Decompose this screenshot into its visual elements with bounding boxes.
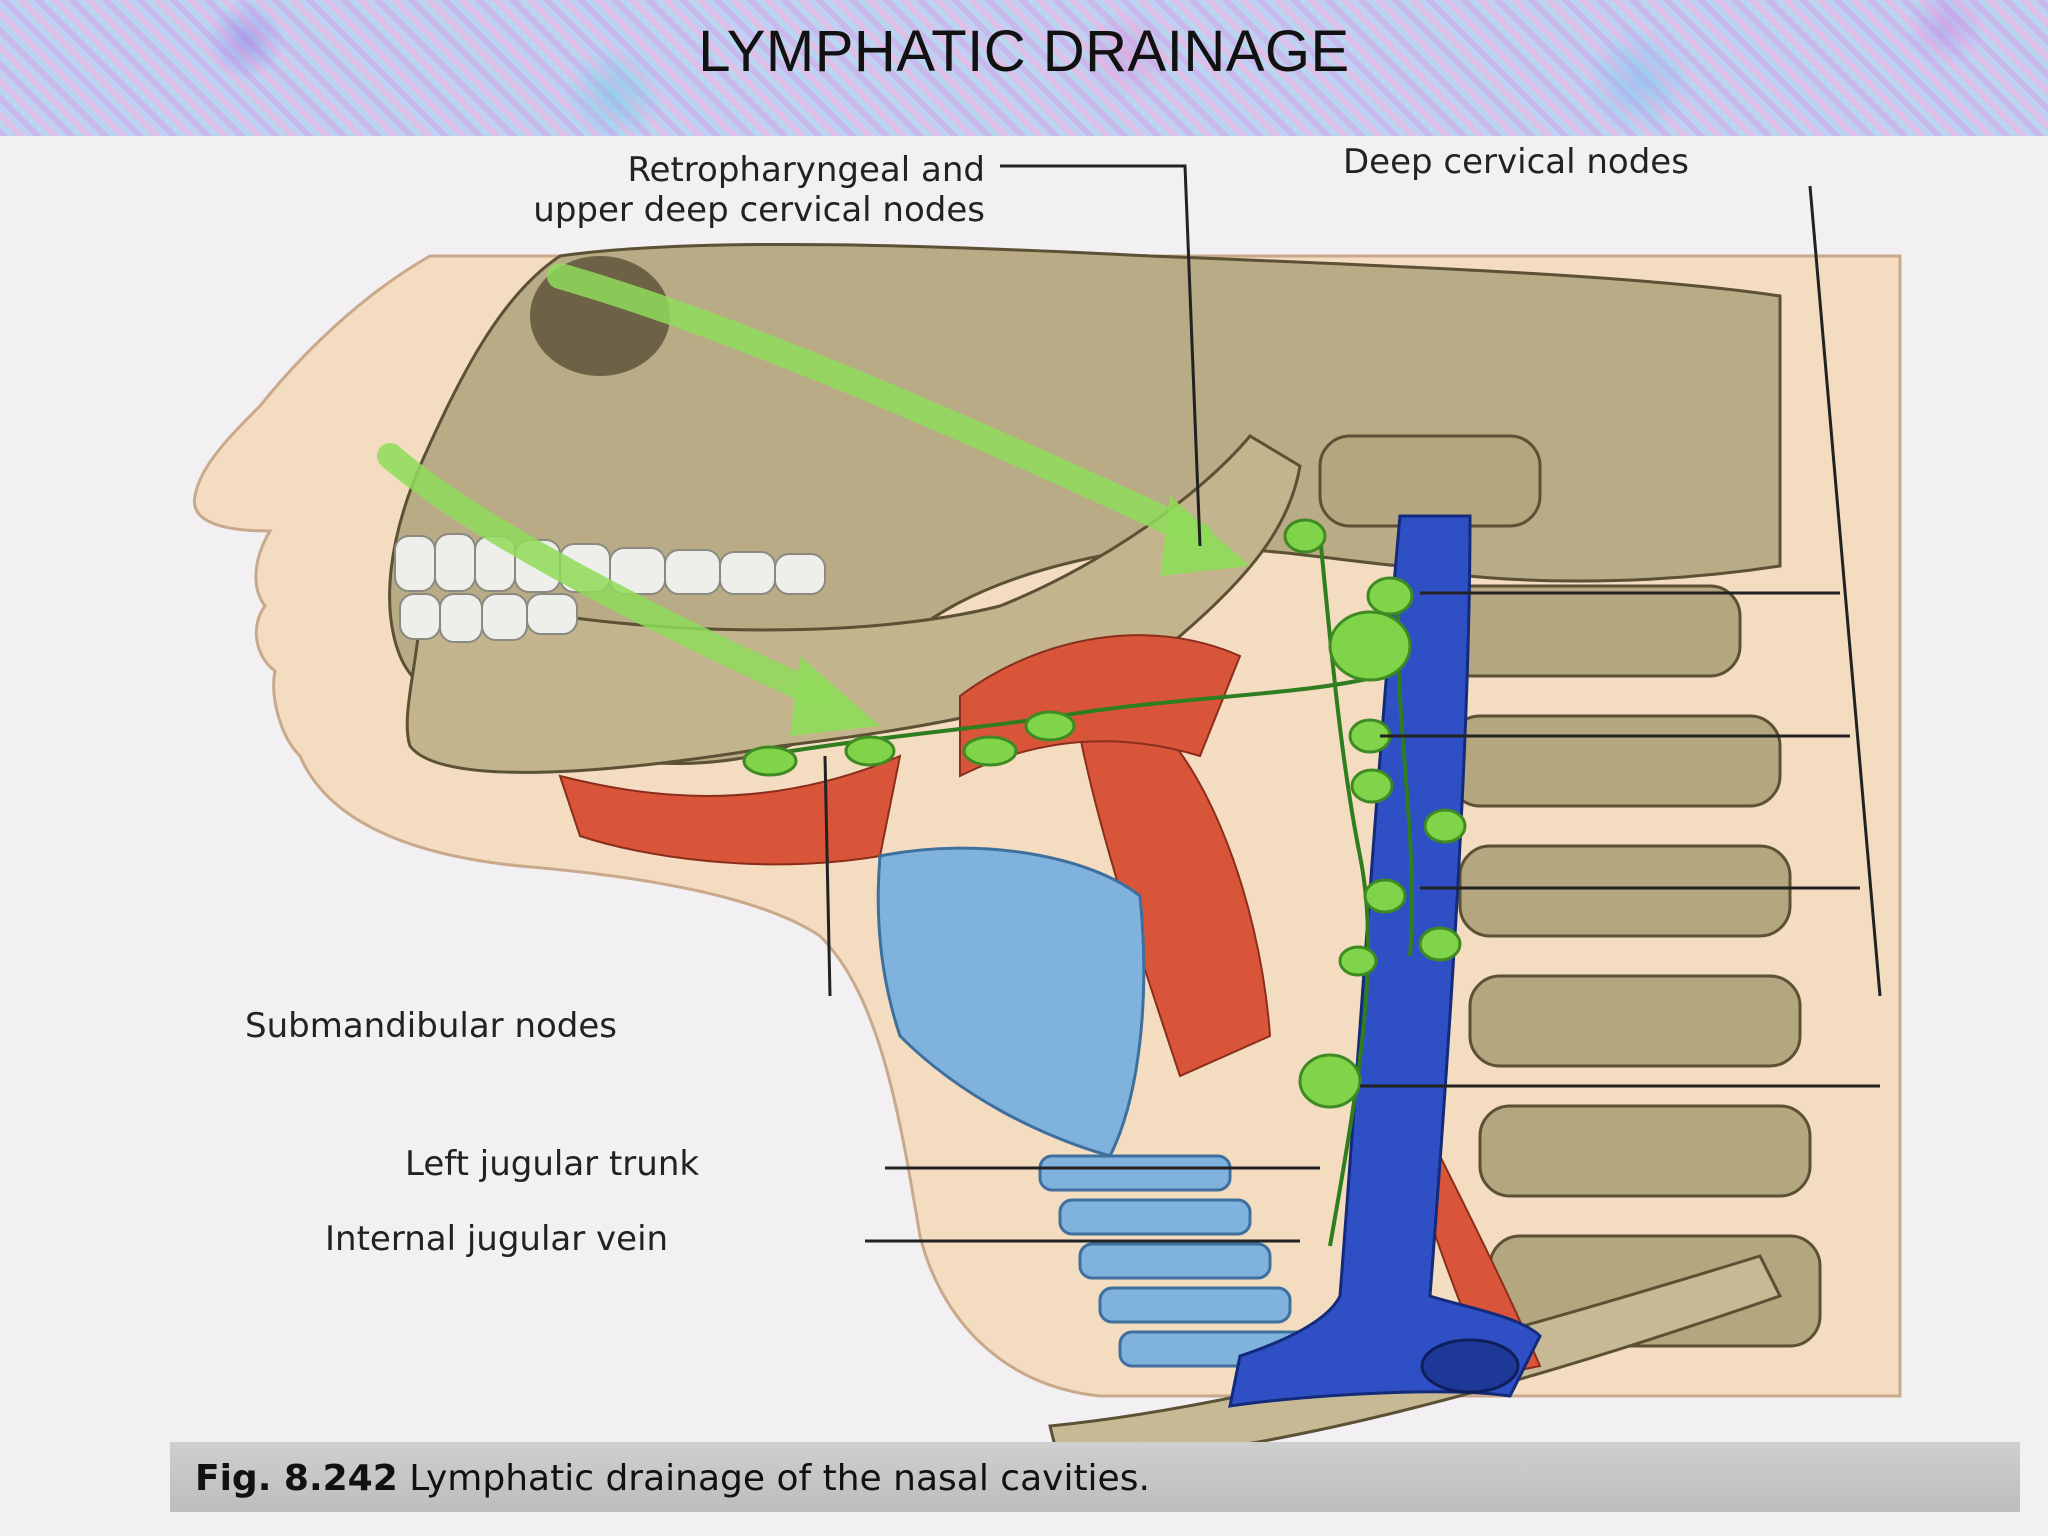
mandible	[405, 434, 1302, 774]
figure-caption-text: Lymphatic drainage of the nasal cavities…	[409, 1458, 1150, 1499]
deep-cervical-node	[1366, 576, 1414, 616]
retropharyngeal-nodes-label: Retropharyngeal and upper deep cervical …	[295, 150, 985, 230]
neck-muscles	[558, 634, 1542, 1378]
submandibular-nodes-label: Submandibular nodes	[245, 1006, 618, 1046]
submandibular-node	[1024, 710, 1076, 742]
retropharyngeal-node	[1283, 518, 1327, 554]
figure-caption: Fig. 8.242 Lymphatic drainage of the nas…	[195, 1458, 1150, 1499]
left-jugular-trunk-label: Left jugular trunk	[405, 1144, 700, 1184]
deep-cervical-nodes-label: Deep cervical nodes	[1343, 142, 1689, 182]
deep-cervical-node	[1363, 878, 1407, 914]
anatomy-figure: Retropharyngeal and upper deep cervical …	[0, 136, 2048, 1536]
deep-cervical-node	[1338, 945, 1378, 977]
leader-lines	[823, 164, 1882, 1243]
submandibular-node	[844, 735, 896, 767]
slide-title: LYMPHATIC DRAINAGE	[698, 19, 1350, 84]
cervical-spine	[1318, 434, 1822, 1348]
deep-cervical-node	[1298, 1053, 1362, 1109]
drainage-arrows	[377, 263, 1213, 709]
figure-number: Fig. 8.242	[195, 1458, 398, 1499]
submandibular-node	[962, 735, 1018, 767]
deep-cervical-node	[1328, 610, 1412, 682]
anatomy-illustration	[0, 136, 2048, 1536]
drainage-arrowheads	[790, 496, 1250, 736]
submandibular-node	[742, 745, 798, 777]
vein-opening	[1420, 1338, 1520, 1394]
caption-bar	[170, 1442, 2020, 1512]
slide-header	[0, 0, 2048, 136]
internal-jugular-vein-label: Internal jugular vein	[325, 1219, 669, 1259]
larynx-trachea	[876, 846, 1312, 1368]
retropharyngeal-label-line1: Retropharyngeal and	[627, 150, 985, 190]
deep-cervical-node	[1423, 808, 1467, 844]
deep-cervical-node	[1418, 926, 1462, 962]
deep-cervical-node	[1350, 768, 1394, 804]
retropharyngeal-label-line2: upper deep cervical nodes	[533, 190, 985, 230]
lymph-nodes	[742, 518, 1467, 1109]
